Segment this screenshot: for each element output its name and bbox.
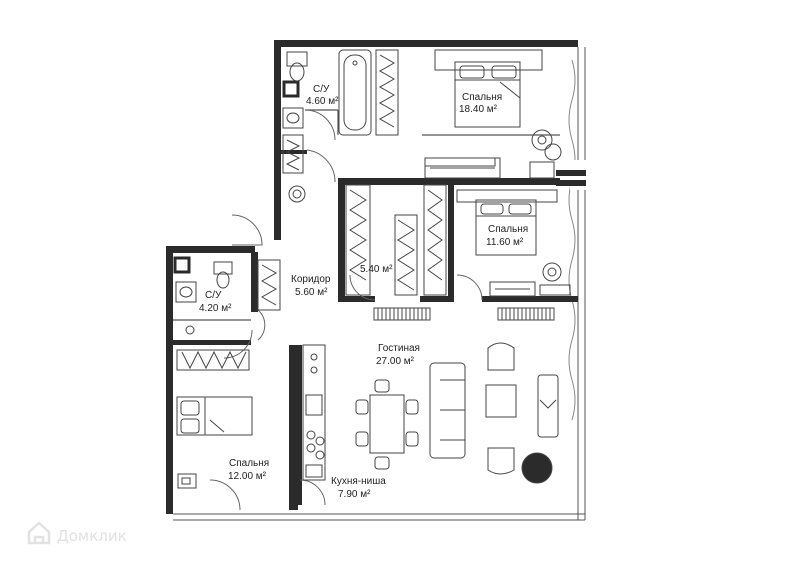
bathroom-2-fixtures [175, 261, 233, 335]
room-area: 5.60 м² [295, 287, 328, 298]
room-name: Кухня-ниша [331, 476, 386, 487]
wardrobe-units [176, 49, 501, 371]
interior-walls [173, 80, 578, 505]
room-name: С/У [205, 290, 222, 301]
room-area: 5.40 м² [360, 264, 393, 275]
room-area: 27.00 м² [376, 356, 415, 367]
room-area: 11.60 м² [486, 237, 524, 248]
bedroom-3-furniture [176, 396, 253, 489]
room-name: Спальня [229, 458, 269, 469]
kitchen-unit [302, 344, 326, 481]
room-label-bath1: С/У 4.60 м² [306, 84, 339, 107]
room-label-bed1: Спальня 18.40 м² [459, 92, 502, 115]
room-label-corridor: Коридор 5.60 м² [291, 274, 331, 298]
exterior-walls [166, 40, 578, 514]
bedroom-1-furniture [434, 49, 555, 179]
radiators [373, 157, 555, 321]
room-area: 7.90 м² [338, 489, 371, 500]
room-name: С/У [313, 84, 330, 95]
room-name: Гостиная [378, 343, 420, 354]
bathroom-1-fixtures [282, 49, 372, 203]
living-room-furniture [355, 342, 559, 484]
room-label-living: Гостиная 27.00 м² [376, 343, 420, 367]
house-logo-icon [27, 521, 51, 545]
room-name: Коридор [291, 274, 331, 285]
room-name: Спальня [488, 224, 528, 235]
watermark-text: Домклик [57, 527, 127, 545]
room-area: 4.60 м² [306, 96, 339, 107]
room-area: 12.00 м² [228, 471, 267, 482]
room-label-closet: 5.40 м² [360, 264, 393, 275]
room-label-bath2: С/У 4.20 м² [199, 290, 232, 314]
room-area: 18.40 м² [459, 104, 498, 115]
glass-facade [173, 47, 586, 521]
watermark: Домклик [27, 521, 127, 545]
room-name: Спальня [462, 92, 502, 103]
door-swings [209, 109, 483, 511]
room-label-kitchen: Кухня-ниша 7.90 м² [331, 476, 386, 500]
room-label-bed3: Спальня 12.00 м² [228, 458, 269, 482]
room-area: 4.20 м² [199, 303, 232, 314]
balcony-door [556, 170, 586, 186]
room-label-bed2: Спальня 11.60 м² [486, 224, 528, 248]
bedroom-2-furniture [456, 143, 571, 297]
